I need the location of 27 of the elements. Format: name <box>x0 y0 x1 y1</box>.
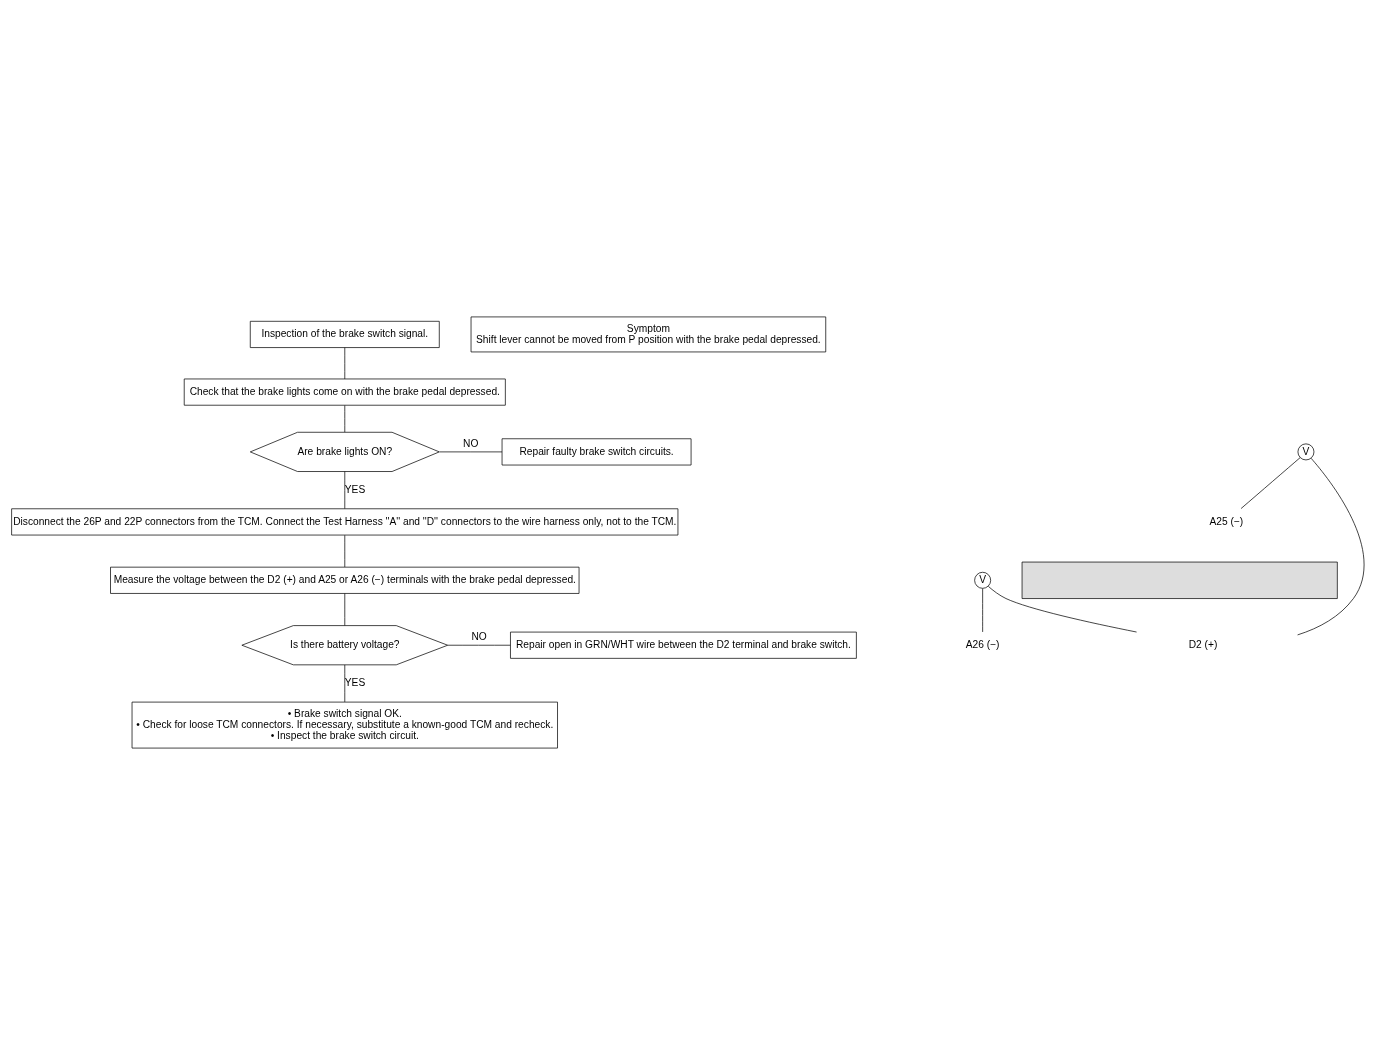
connector <box>1297 457 1365 635</box>
edge-label: YES <box>344 483 366 495</box>
node-circle: V <box>1297 443 1315 460</box>
connector <box>344 404 346 432</box>
node-box: Inspection of the brake switch signal. <box>249 320 440 348</box>
node-box: Disconnect the 26P and 22P connectors from the TCM. Connect the Test Harness ''A'' and ''D'' connectors to the wire harness only, not to the TCM. <box>11 507 679 535</box>
connector <box>344 346 346 379</box>
node-box: Measure the voltage between the D2 (+) and A25 or A26 (−) terminals with the brake pedal depressed. <box>110 566 580 594</box>
node-circle: V <box>974 571 992 589</box>
connector <box>344 592 346 626</box>
edge-label: NO <box>471 630 487 642</box>
connector <box>988 585 1137 632</box>
node-box: Check that the brake lights come on with the brake pedal depressed. <box>183 378 506 406</box>
connector <box>344 470 346 509</box>
edge-label: YES <box>344 676 366 688</box>
connector <box>439 451 503 452</box>
connector <box>1240 456 1301 509</box>
node-box: • Brake switch signal OK. • Check for loose TCM connectors. If necessary, substitute a known-good TCM and recheck. • Inspect the brake switch circuit. <box>131 701 558 748</box>
connector <box>447 644 511 646</box>
node-text: A26 (−) <box>965 638 1000 650</box>
node-box: Repair open in GRN/WHT wire between the D2 terminal and brake switch. <box>510 631 857 659</box>
node-box: Repair faulty brake switch circuits. <box>501 437 692 465</box>
node-box <box>1021 561 1338 599</box>
node-box: Symptom Shift lever cannot be moved from P position with the brake pedal depressed. <box>470 316 827 352</box>
edge-label: NO <box>463 437 479 449</box>
node-text: D2 (+) <box>1188 638 1218 650</box>
node-text: A25 (−) <box>1209 515 1244 527</box>
